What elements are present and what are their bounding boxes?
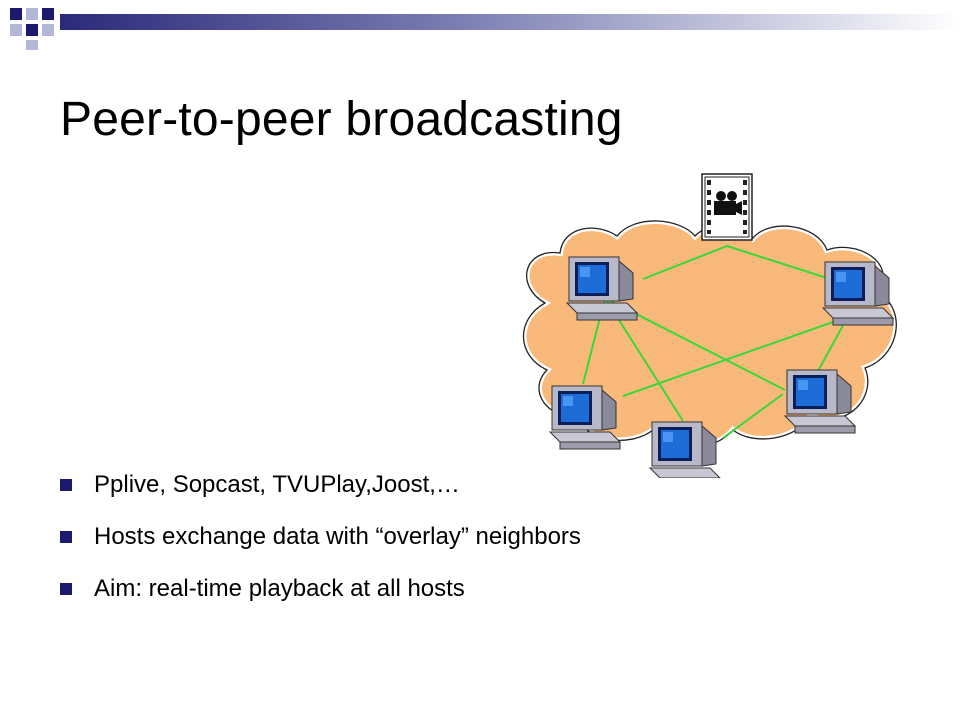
bullet-square-icon bbox=[60, 531, 72, 543]
overlay-link bbox=[622, 315, 851, 397]
header-square bbox=[10, 24, 22, 36]
header-square bbox=[42, 24, 54, 36]
bullet-item: Aim: real-time playback at all hosts bbox=[60, 572, 581, 624]
header-square bbox=[26, 40, 38, 50]
header-gradient-bar bbox=[60, 14, 960, 30]
bullet-list: Pplive, Sopcast, TVUPlay,Joost,… Hosts e… bbox=[60, 468, 581, 624]
overlay-link bbox=[642, 245, 728, 280]
bullet-text: Pplive, Sopcast, TVUPlay,Joost,… bbox=[94, 471, 460, 498]
bullet-square-icon bbox=[60, 583, 72, 595]
overlay-link bbox=[726, 245, 831, 280]
header-square bbox=[26, 8, 38, 20]
slide-title: Peer-to-peer broadcasting bbox=[60, 93, 623, 146]
bullet-square-icon bbox=[60, 479, 72, 491]
header-square bbox=[10, 8, 22, 20]
overlay-links bbox=[582, 245, 851, 439]
bullet-item: Pplive, Sopcast, TVUPlay,Joost,… bbox=[60, 468, 581, 520]
bullet-item: Hosts exchange data with “overlay” neigh… bbox=[60, 520, 581, 572]
overlay-link bbox=[816, 317, 848, 374]
bullet-text: Aim: real-time playback at all hosts bbox=[94, 575, 465, 602]
film-camera-icon bbox=[701, 173, 753, 241]
header-decoration bbox=[10, 8, 960, 50]
header-square bbox=[26, 24, 38, 36]
p2p-network-diagram bbox=[520, 173, 900, 478]
bullet-text: Hosts exchange data with “overlay” neigh… bbox=[94, 523, 581, 550]
header-square bbox=[42, 8, 54, 20]
overlay-link bbox=[722, 393, 784, 439]
